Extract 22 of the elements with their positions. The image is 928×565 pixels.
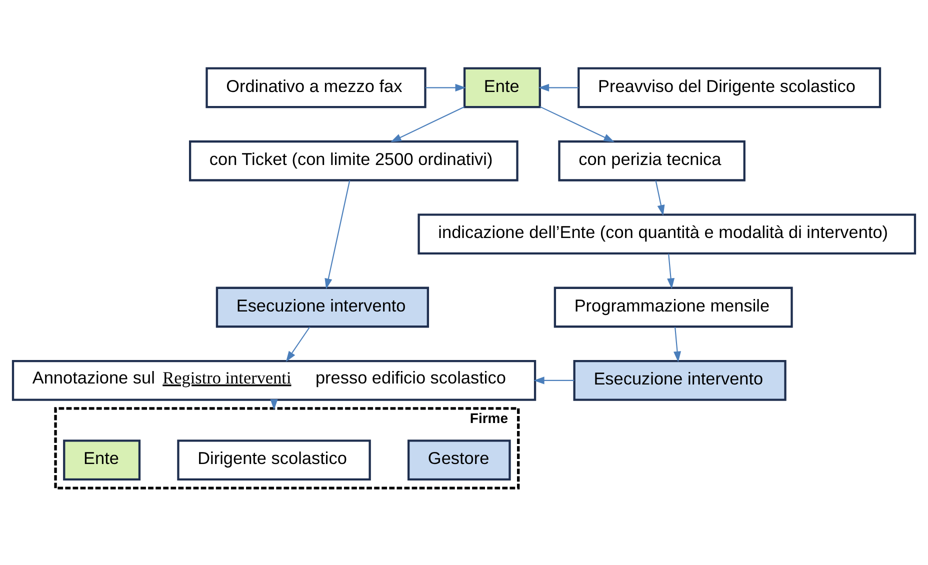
node-box: indicazione dell’Ente (con quantità e modalità di intervento)	[418, 214, 916, 255]
node-box: con perizia tecnica	[558, 140, 746, 182]
arrow	[538, 84, 578, 92]
node-box: con Ticket (con limite 2500 ordinativi)	[189, 140, 518, 182]
node-box: Ente	[463, 67, 541, 108]
node-box: Programmazione mensile	[554, 286, 793, 328]
arrow	[655, 180, 665, 216]
arrow	[390, 106, 465, 142]
node-box: Esecuzione intervento	[573, 360, 786, 401]
arrow	[324, 180, 350, 290]
arrow	[667, 254, 675, 290]
arrow	[534, 376, 574, 384]
arrow	[540, 106, 615, 142]
arrow	[425, 84, 466, 92]
node-box: Preavviso del Dirigente scolastico	[578, 67, 882, 108]
arrow	[286, 326, 310, 362]
node-box: Esecuzione intervento	[216, 286, 430, 328]
node-box: Ordinativo a mezzo fax	[206, 67, 426, 108]
node-box: Dirigente scolastico	[177, 440, 371, 481]
arrow	[674, 326, 682, 362]
node-box: Gestore	[408, 440, 511, 481]
node-box: Ente	[63, 440, 141, 481]
